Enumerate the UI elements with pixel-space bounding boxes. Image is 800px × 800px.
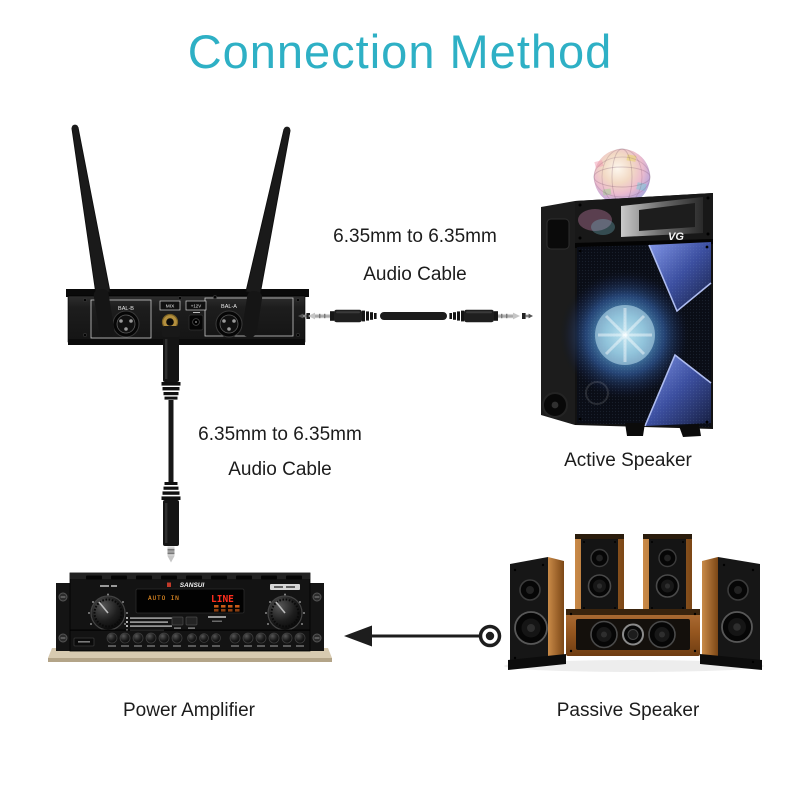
speaker-logo: VG: [668, 231, 684, 243]
horizontal-cable-label-line1: 6.35mm to 6.35mm: [333, 226, 497, 247]
gain-knob-left: [88, 585, 128, 631]
xlr-jack-left: [112, 310, 140, 338]
audio-cable-vertical: [161, 326, 181, 563]
jack-plug-bottom: [161, 482, 181, 563]
antenna-right: [241, 126, 291, 338]
front-foot: [625, 423, 645, 436]
display-led-matrix: [214, 605, 240, 612]
horn-tweeter: [575, 193, 713, 243]
dc-polarity-icon: [193, 312, 200, 313]
grill-screws: [578, 245, 709, 424]
antenna-left: [71, 124, 115, 338]
small-knob-row: [106, 632, 306, 647]
vent-slots: [86, 575, 302, 580]
bookshelf-speaker-left: [508, 557, 566, 670]
display-caption-bar: [208, 616, 226, 618]
amp-brand: SANSUI: [180, 582, 205, 589]
cable-middle: [380, 312, 447, 320]
power-amplifier-caption: Power Amplifier: [123, 700, 255, 721]
floor-shadow: [504, 660, 764, 672]
audio-cable-horizontal: [298, 309, 533, 323]
display-mode-text: AUTO IN: [148, 595, 180, 602]
jack-plug-top: [161, 326, 181, 400]
bookshelf-speaker-right: [700, 557, 762, 670]
arrow-origin-dot: [485, 631, 495, 641]
passive-speaker-image: [504, 534, 764, 672]
amp-body: SANSUI AUTO IN LINE: [69, 572, 311, 652]
rack-ear-left: [56, 583, 70, 651]
vertical-cable-label-line2: Audio Cable: [228, 459, 332, 480]
speaker-cabinet: VG: [541, 193, 713, 437]
panel-screws: [83, 295, 300, 337]
rack-ear-right: [310, 583, 324, 651]
amplifier-image: SANSUI AUTO IN LINE: [48, 572, 332, 662]
plug-direction-icon-right: [522, 313, 533, 319]
vertical-cable-label-line1: 6.35mm to 6.35mm: [198, 424, 362, 445]
front-divider: [70, 629, 310, 631]
right-xlr-label: BAL-A: [221, 304, 237, 310]
arrowhead-icon: [344, 625, 372, 647]
mix-output-jack: MIX: [159, 300, 181, 331]
speaker-grill: VG: [559, 231, 712, 427]
left-xlr-label: BAL-B: [118, 306, 134, 312]
side-handle: [546, 218, 570, 250]
jack-plug-left: [308, 309, 377, 323]
brand-mark: [167, 582, 171, 587]
receiver-rear-panel: BAL-B BAL-A MIX: [83, 295, 300, 339]
horizontal-cable-label-line2: Audio Cable: [363, 264, 467, 285]
mid-buttons: [171, 616, 198, 629]
satellite-speaker-right: [643, 534, 692, 616]
jack-plug-right: [449, 309, 520, 323]
right-foot: [679, 424, 701, 437]
amp-display: AUTO IN LINE: [135, 588, 245, 614]
display-input-text: LINE: [211, 594, 234, 605]
cable-middle-vertical: [168, 400, 174, 482]
active-speaker-caption: Active Speaker: [564, 450, 692, 471]
disco-ball: [593, 148, 651, 206]
receiver-image: BAL-B BAL-A MIX: [66, 124, 309, 345]
xlr-jack-right: [215, 310, 243, 338]
mix-label: MIX: [166, 304, 175, 310]
left-output-outline: [90, 299, 152, 339]
volume-knob-right: [265, 584, 305, 631]
page-title: Connection Method: [187, 25, 613, 78]
passive-speaker-caption: Passive Speaker: [556, 700, 700, 721]
dc-label: +12V: [191, 304, 201, 309]
active-speaker-image: VG: [541, 148, 713, 437]
dc-power-jack: +12V: [185, 300, 207, 331]
center-channel-speaker: [566, 609, 700, 656]
connection-arrow: [344, 624, 502, 648]
satellite-speaker-left: [575, 534, 624, 616]
